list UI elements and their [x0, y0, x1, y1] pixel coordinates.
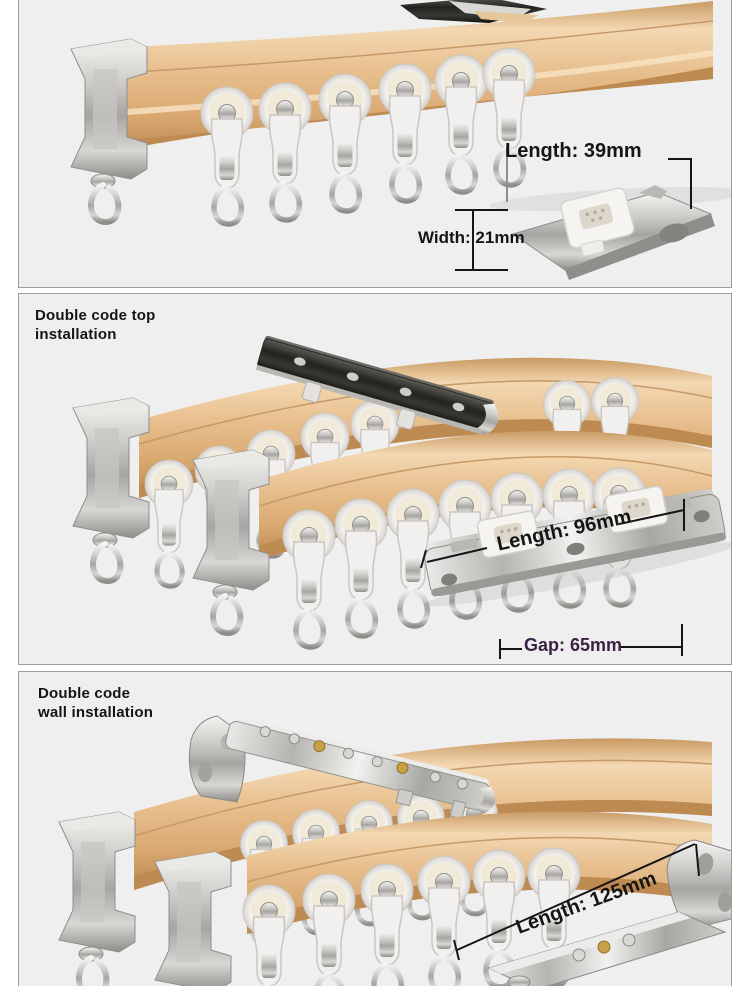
dimension-lines: [453, 843, 700, 961]
panel-title-line: Double code: [38, 685, 131, 702]
length-39-leader: [668, 158, 692, 209]
length-96-tick-left: [420, 549, 427, 569]
width-21-label: Width: 21mm: [418, 228, 525, 247]
length-39-label: Length: 39mm: [505, 140, 642, 162]
roller-glider: [259, 83, 311, 220]
roller-glider: [201, 87, 253, 224]
end-cap: [59, 812, 135, 986]
roller-glider: [319, 74, 371, 211]
wall-bracket-125mm: [487, 839, 731, 986]
dimension-lines: [455, 147, 692, 271]
roller-glider: [435, 55, 487, 192]
panel-top-installation: Double code top installation Length: 96m…: [18, 293, 732, 665]
wall-installation-photo: [19, 715, 731, 986]
dimension-lines: [420, 499, 685, 659]
roller-glider: [483, 48, 535, 185]
length-125-tick-left: [453, 939, 460, 961]
panel-title-line: installation: [35, 326, 117, 343]
top-mount-bracket: [255, 335, 499, 436]
panel-wall-installation: Double code wall installation Length: 12…: [18, 671, 732, 986]
gap-65-label: Gap: 65mm: [524, 635, 623, 655]
end-cap: [73, 398, 149, 581]
end-cap: [155, 852, 231, 986]
panel-title: Double code top installation: [35, 306, 156, 344]
length-96-segment-right: [618, 509, 685, 525]
panel-single-track: Length: 39mm Width: 21mm: [18, 0, 732, 288]
top-installation-photo: [19, 335, 731, 659]
length-96-segment-left: [426, 547, 488, 563]
double-bracket-96mm: [423, 485, 731, 607]
length-125-line: [456, 843, 696, 951]
roller-glider: [283, 510, 335, 647]
length-125-tick-right: [695, 843, 700, 877]
roller-glider: [145, 460, 193, 586]
mount-bracket-39mm: [489, 185, 731, 280]
panel-title-line: wall installation: [38, 704, 154, 721]
panel-title-line: Double code top: [35, 307, 156, 324]
roller-glider: [418, 856, 470, 986]
panel-title: Double code wall installation: [38, 684, 153, 722]
roller-glider: [379, 64, 431, 201]
single-track-photo: [19, 0, 731, 280]
wall-mount-bracket: [188, 715, 496, 820]
top-bracket-fragment: [400, 0, 547, 23]
roller-glider: [335, 499, 387, 636]
